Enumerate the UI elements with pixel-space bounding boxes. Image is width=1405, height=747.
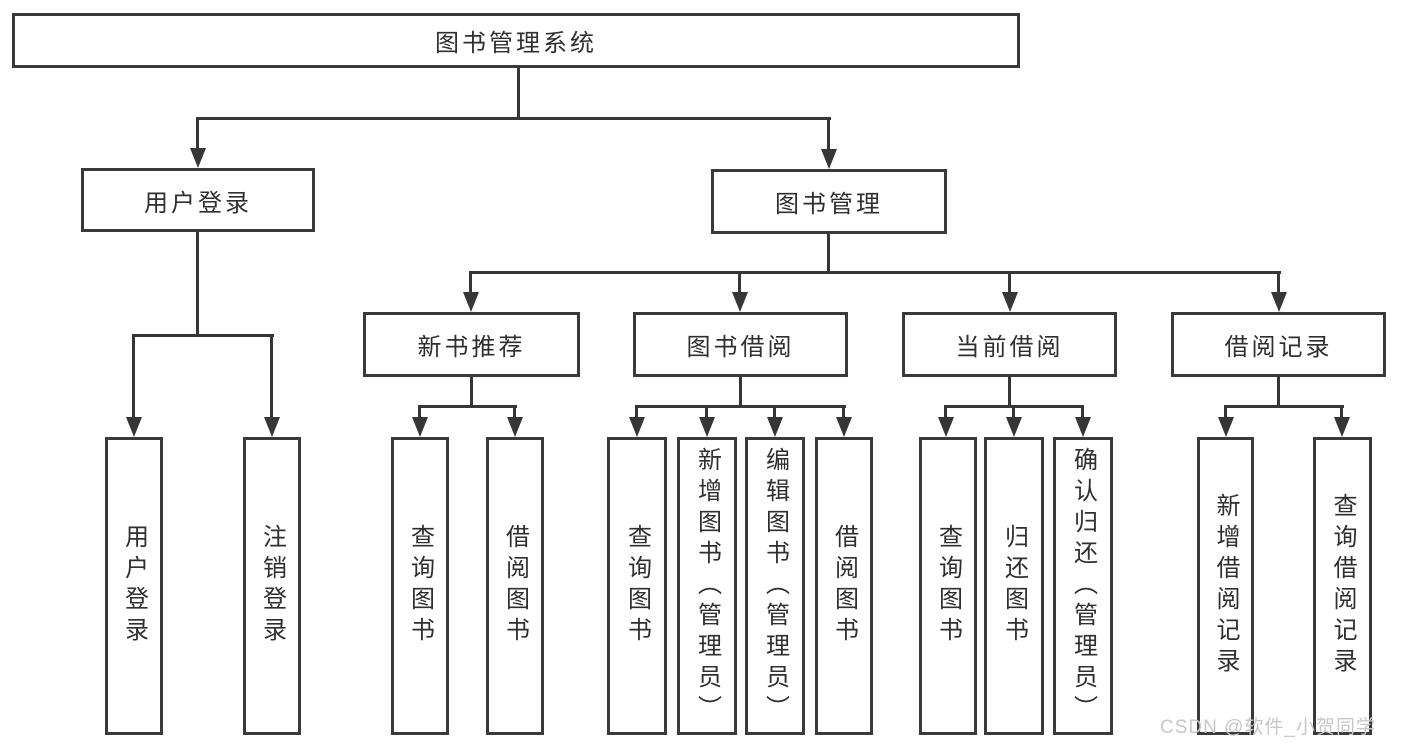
node-current-query-books: 查询图书: [919, 437, 977, 735]
node-logout: 注销登录: [243, 437, 301, 735]
arrowhead-borrowing-borrow: [836, 417, 852, 437]
arrowhead-current-query: [938, 417, 954, 437]
node-borrowing-edit-books-admin: 编辑图书（管理员）: [745, 437, 805, 735]
node-borrowing-query-books: 查询图书: [607, 437, 667, 735]
node-records-add-record: 新增借阅记录: [1197, 437, 1254, 735]
arrowhead-records-add: [1218, 417, 1234, 437]
connector-drop-newbook-borrow: [513, 405, 516, 421]
connector-drop-login: [132, 334, 135, 420]
node-login: 用户登录: [105, 437, 163, 735]
connector-book-management-trunk: [827, 234, 830, 273]
arrowhead-newbook-query: [412, 417, 428, 437]
node-newbook-borrow-books: 借阅图书: [486, 437, 544, 735]
connector-drop-borrowing: [738, 271, 741, 296]
connector-drop-records-query: [1340, 405, 1343, 421]
arrowhead-newbook-borrow: [507, 417, 523, 437]
arrowhead-borrowing: [732, 292, 748, 312]
connector-book-management-bar: [469, 271, 1281, 274]
node-borrowing-records: 借阅记录: [1171, 312, 1386, 377]
node-records-query-record: 查询借阅记录: [1313, 437, 1372, 735]
arrowhead-user-login: [190, 148, 206, 168]
connector-drop-newbook-query: [418, 405, 421, 421]
connector-drop-logout: [270, 334, 273, 420]
connector-records-bar: [1224, 405, 1344, 408]
arrowhead-login: [126, 417, 142, 437]
arrowhead-borrowing-edit: [767, 417, 783, 437]
node-borrowing-borrow-books: 借阅图书: [815, 437, 873, 735]
connector-drop-borrowing-borrow: [842, 405, 845, 421]
node-newbook-query-books: 查询图书: [391, 437, 449, 735]
node-library-system: 图书管理系统: [12, 13, 1020, 68]
arrowhead-current-confirm: [1075, 417, 1091, 437]
node-current-confirm-return-admin: 确认归还（管理员）: [1053, 437, 1113, 735]
csdn-watermark: CSDN @软件_小贺同学: [1160, 717, 1376, 738]
arrowhead-records: [1271, 292, 1287, 312]
node-new-book-recommend: 新书推荐: [363, 312, 580, 377]
arrowhead-new-book: [463, 292, 479, 312]
connector-root-bar: [196, 117, 831, 120]
connector-drop-records: [1277, 271, 1280, 296]
connector-drop-borrowing-edit: [773, 405, 776, 421]
node-book-borrowing: 图书借阅: [633, 312, 848, 377]
connector-borrowing-trunk: [739, 377, 742, 407]
connector-drop-book-management: [827, 117, 830, 152]
connector-drop-user-login: [196, 117, 199, 151]
connector-drop-records-add: [1224, 405, 1227, 421]
connector-root-trunk: [517, 68, 520, 118]
connector-new-book-bar: [418, 405, 517, 408]
node-user-login: 用户登录: [81, 168, 315, 232]
connector-user-login-trunk: [196, 232, 199, 337]
connector-drop-current-return: [1012, 405, 1015, 421]
connector-records-trunk: [1277, 377, 1280, 407]
connector-drop-borrowing-query: [635, 405, 638, 421]
arrowhead-logout: [264, 417, 280, 437]
connector-drop-new-book: [469, 271, 472, 296]
node-current-borrowing: 当前借阅: [902, 312, 1117, 377]
arrowhead-borrowing-add: [699, 417, 715, 437]
connector-user-login-bar: [132, 334, 274, 337]
connector-drop-current: [1008, 271, 1011, 296]
node-current-return-books: 归还图书: [984, 437, 1044, 735]
node-borrowing-add-books-admin: 新增图书（管理员）: [677, 437, 737, 735]
connector-drop-current-query: [944, 405, 947, 421]
arrowhead-records-query: [1334, 417, 1350, 437]
connector-new-book-trunk: [470, 377, 473, 407]
connector-drop-borrowing-add: [705, 405, 708, 421]
arrowhead-book-management: [821, 149, 837, 169]
arrowhead-current-return: [1006, 417, 1022, 437]
connector-current-trunk: [1008, 377, 1011, 407]
node-book-management: 图书管理: [711, 169, 947, 234]
connector-borrowing-bar: [635, 405, 846, 408]
arrowhead-borrowing-query: [629, 417, 645, 437]
arrowhead-current: [1002, 292, 1018, 312]
connector-drop-current-confirm: [1081, 405, 1084, 421]
